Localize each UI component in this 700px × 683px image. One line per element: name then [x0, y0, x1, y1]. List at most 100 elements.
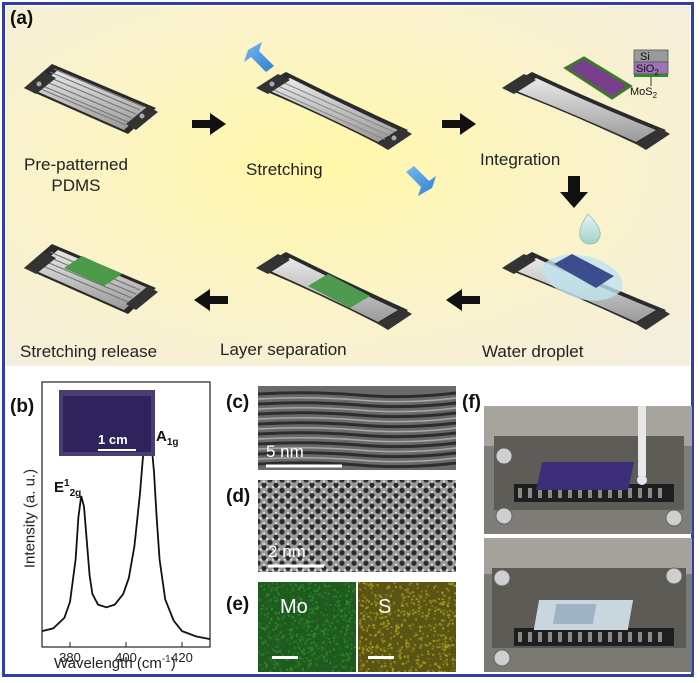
eds-pixel [311, 607, 313, 610]
eds-pixel [303, 648, 305, 651]
eds-pixel [420, 636, 423, 639]
eds-pixel [427, 594, 430, 597]
eds-pixel [327, 592, 330, 595]
eds-pixel [300, 642, 303, 645]
eds-pixel [391, 669, 394, 671]
eds-pixel [426, 644, 429, 647]
eds-pixel [363, 596, 366, 599]
eds-pixel [376, 613, 379, 616]
eds-pixel [314, 633, 317, 635]
eds-pixel [454, 614, 456, 617]
eds-pixel [386, 670, 388, 672]
eds-pixel [386, 587, 389, 590]
eds-pixel [359, 619, 362, 622]
eds-pixel [324, 608, 327, 611]
eds-pixel [273, 663, 275, 666]
eds-pixel [439, 671, 442, 672]
eds-pixel [293, 640, 296, 643]
eds-pixel [319, 593, 321, 596]
eds-pixel [268, 605, 271, 608]
eds-pixel [442, 634, 445, 637]
eds-pixel [309, 633, 312, 636]
eds-pixel [314, 583, 317, 586]
eds-pixel [395, 630, 397, 633]
eds-pixel [295, 584, 298, 587]
eds-pixel [406, 605, 409, 607]
eds-pixel [329, 662, 332, 664]
eds-pixel [369, 643, 372, 645]
eds-pixel [416, 583, 419, 585]
eds-pixel [320, 654, 323, 657]
eds-pixel [359, 659, 362, 662]
eds-pixel [292, 606, 295, 608]
eds-pixel [359, 642, 361, 645]
eds-pixel [382, 649, 385, 652]
eds-pixel [277, 634, 280, 637]
eds-pixel [439, 655, 442, 658]
eds-pixel [393, 601, 396, 604]
eds-pixel [381, 616, 384, 619]
eds-pixel [277, 644, 280, 647]
eds-pixel [432, 645, 435, 648]
eds-pixel [412, 595, 415, 598]
eds-pixel [262, 652, 265, 655]
eds-pixel [309, 620, 312, 623]
eds-pixel [309, 638, 312, 640]
eds-pixel [344, 607, 346, 610]
eds-pixel [309, 625, 312, 628]
eds-pixel [391, 618, 394, 620]
eds-pixel [399, 585, 402, 588]
eds-pixel [442, 627, 445, 630]
eds-pixel [310, 642, 313, 645]
eds-pixel [327, 638, 330, 640]
eds-pixel [397, 655, 400, 658]
caption-step5: Layer separation [220, 340, 347, 359]
eds-pixel [316, 625, 319, 628]
eds-pixel [410, 582, 413, 585]
eds-pixel [276, 589, 279, 592]
eds-pixel [332, 614, 335, 617]
eds-pixel [424, 643, 427, 646]
eds-pixel [377, 646, 380, 649]
arrow-right-1 [192, 113, 226, 135]
eds-pixel [403, 596, 406, 599]
eds-pixel [302, 622, 305, 625]
eds-pixel [268, 621, 271, 624]
eds-pixel [344, 645, 347, 648]
eds-pixel [422, 632, 424, 635]
eds-pixel [274, 612, 277, 615]
eds-pixel [381, 640, 384, 642]
eds-pixel [448, 653, 451, 656]
eds-pixel [394, 610, 397, 613]
eds-pixel [307, 587, 310, 590]
eds-pixel [360, 626, 363, 629]
eds-pixel [287, 658, 289, 661]
inset-substrate [63, 396, 151, 452]
eds-pixel [405, 639, 408, 642]
eds-pixel [438, 598, 441, 600]
arrow-down [560, 176, 588, 208]
eds-pixel [261, 668, 263, 671]
eds-pixel [388, 643, 391, 646]
eds-pixel [403, 610, 406, 613]
eds-pixel [399, 657, 402, 660]
eds-pixel [277, 591, 280, 594]
eds-pixel [441, 643, 444, 645]
eds-pixel [350, 669, 352, 672]
caption-step6: Stretching release [20, 342, 158, 361]
eds-pixel [277, 637, 280, 640]
eds-pixel [397, 609, 400, 612]
eds-pixel [405, 642, 408, 645]
eds-pixel [263, 588, 266, 591]
eds-pixel [384, 662, 387, 665]
eds-pixel [283, 602, 286, 605]
eds-pixel [343, 616, 346, 619]
eds-pixel [287, 650, 290, 653]
eds-pixel [341, 653, 344, 656]
eds-pixel [408, 583, 411, 586]
eds-pixel [298, 639, 301, 642]
eds-pixel [446, 663, 449, 666]
eds-pixel [451, 582, 454, 585]
eds-pixel [434, 639, 437, 642]
eds-pixel [301, 658, 304, 661]
